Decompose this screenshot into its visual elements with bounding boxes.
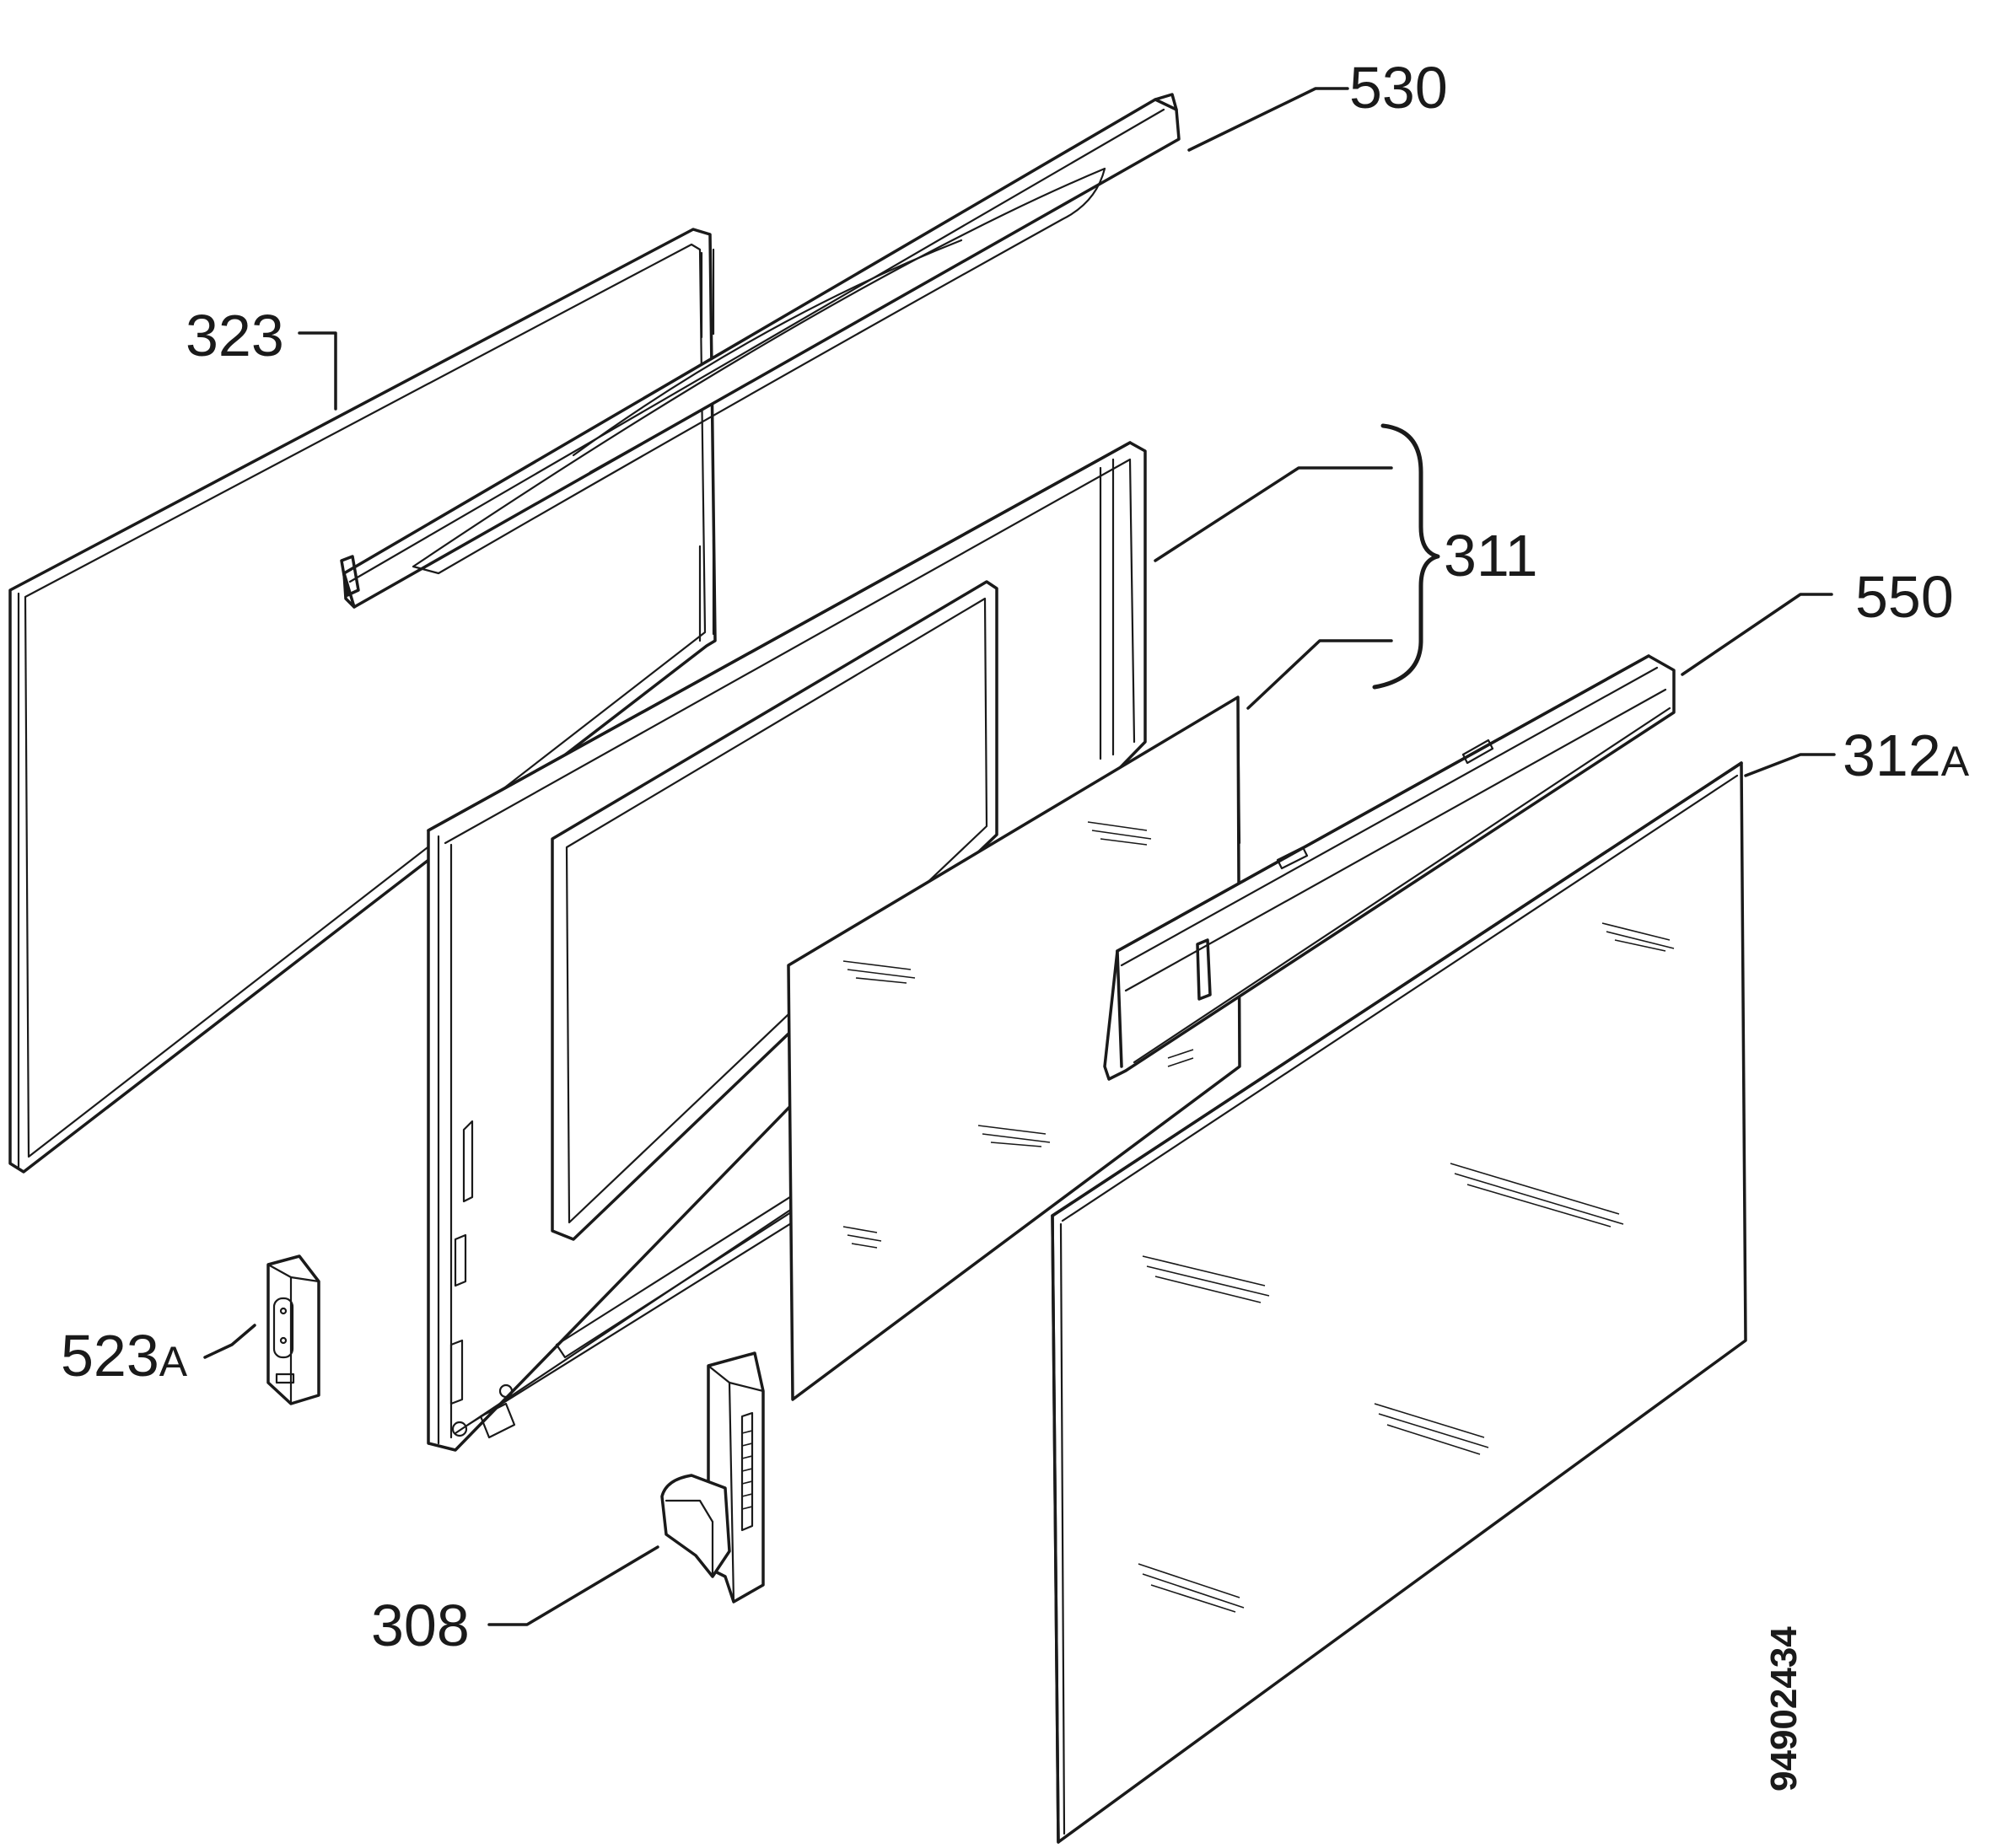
label-312A: 312A xyxy=(1843,723,1970,788)
leader-311-upper xyxy=(1154,466,1393,562)
part-550-glass-retainer-strip xyxy=(1103,654,1676,1081)
part-311-inner-door-frame xyxy=(427,441,1147,1452)
document-number: 94902434 xyxy=(1763,1626,1805,1792)
bracket-311 xyxy=(1372,423,1440,690)
label-523A-number: 523 xyxy=(61,1323,159,1389)
part-311-inner-glass xyxy=(787,696,1241,1401)
part-labels: 530 323 311 550 312A 523A 308 94902434 xyxy=(61,55,1970,1792)
part-312A-outer-door-glass xyxy=(1051,761,1747,1844)
leader-523A xyxy=(203,1324,256,1359)
leader-550 xyxy=(1681,593,1833,676)
leader-530 xyxy=(1187,87,1349,152)
label-530: 530 xyxy=(1349,55,1448,121)
part-308-door-hinge xyxy=(660,1351,765,1604)
part-530-door-handle xyxy=(340,93,1181,642)
label-323: 323 xyxy=(186,303,284,368)
label-523A-suffix: A xyxy=(159,1338,188,1385)
leader-lines xyxy=(203,87,1836,1626)
label-308: 308 xyxy=(371,1593,470,1658)
leader-312A xyxy=(1744,753,1836,777)
label-311: 311 xyxy=(1444,523,1538,588)
part-523A-hinge-clip xyxy=(266,1254,320,1405)
label-312A-number: 312 xyxy=(1843,723,1941,788)
label-550: 550 xyxy=(1855,564,1954,630)
leader-323 xyxy=(298,331,337,411)
leader-311-lower xyxy=(1246,639,1393,710)
label-523A: 523A xyxy=(61,1323,188,1389)
leader-308 xyxy=(487,1545,659,1626)
part-323-door-seal xyxy=(8,228,717,1174)
label-312A-suffix: A xyxy=(1941,738,1970,785)
